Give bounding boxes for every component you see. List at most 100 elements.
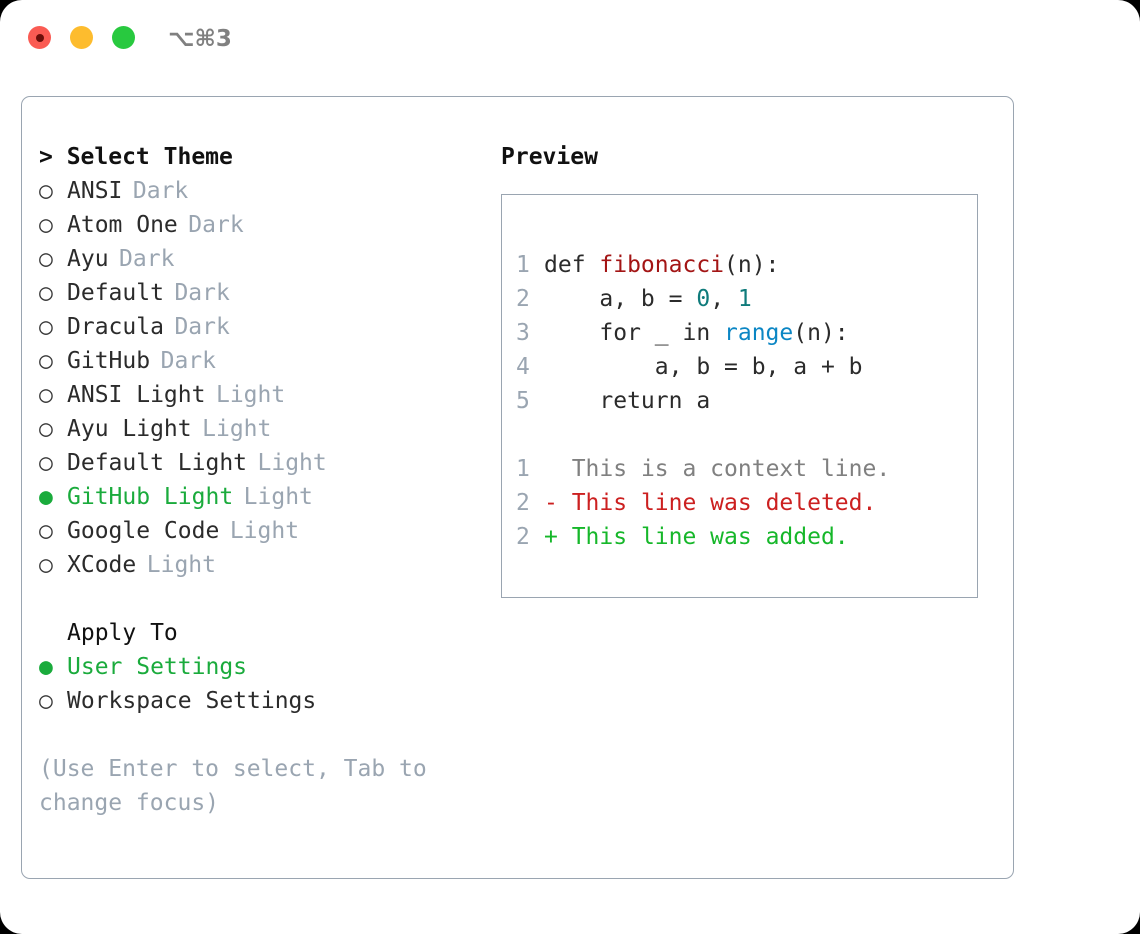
theme-option-variant-tag: Light — [243, 484, 313, 510]
theme-option-ansi-light[interactable]: ○ ANSI Light Light — [39, 378, 469, 412]
theme-option-label: Dracula — [67, 314, 164, 340]
code-token-num: 1 — [737, 286, 752, 312]
title-bar: ⌥⌘3 — [0, 0, 1140, 80]
apply-to-option-label: User Settings — [67, 654, 248, 680]
theme-option-ayu-light[interactable]: ○ Ayu Light Light — [39, 412, 469, 446]
code-token-plain: a, b = — [544, 286, 697, 312]
diff-line-content: - This line was deleted. — [544, 486, 876, 520]
code-line: 5 return a — [516, 384, 973, 418]
code-line: 2 a, b = 0, 1 — [516, 282, 973, 316]
radio-unselected-icon: ○ — [39, 280, 53, 306]
code-token-num: 0 — [696, 286, 711, 312]
theme-option-dracula[interactable]: ○ Dracula Dark — [39, 310, 469, 344]
theme-option-label: Default Light — [67, 450, 248, 476]
radio-unselected-icon: ○ — [39, 552, 53, 578]
theme-option-variant-tag: Dark — [174, 280, 230, 306]
apply-to-option-label: Workspace Settings — [67, 688, 317, 714]
theme-option-label: ANSI Light — [67, 382, 206, 408]
radio-unselected-icon: ○ — [39, 518, 53, 544]
radio-selected-icon: ● — [39, 654, 53, 680]
theme-option-label: GitHub — [67, 348, 151, 374]
diff-line-added: 2+ This line was added. — [516, 520, 973, 554]
theme-option-google-code[interactable]: ○ Google Code Light — [39, 514, 469, 548]
line-number: 2 — [516, 490, 530, 516]
diff-sample: 1 This is a context line. 2 - This line wa… — [516, 452, 973, 554]
theme-option-github[interactable]: ○ GitHub Dark — [39, 344, 469, 378]
radio-unselected-icon: ○ — [39, 246, 53, 272]
maximize-button[interactable] — [112, 26, 135, 49]
theme-option-ayu[interactable]: ○ Ayu Dark — [39, 242, 469, 276]
code-token-plain: (n): — [724, 252, 780, 278]
line-number: 4 — [516, 354, 530, 380]
keyboard-hint-text: (Use Enter to select, Tab to change focu… — [39, 756, 427, 816]
apply-to-section: Apply To ● User Settings ○ Workspace Settin… — [39, 616, 469, 718]
diff-marker — [544, 456, 572, 482]
theme-option-label: Ayu — [67, 246, 109, 272]
radio-unselected-icon: ○ — [39, 416, 53, 442]
apply-to-option-user-settings[interactable]: ● User Settings — [39, 650, 469, 684]
code-token-plain: , — [710, 286, 738, 312]
theme-option-label: Default — [67, 280, 164, 306]
theme-option-variant-tag: Light — [229, 518, 300, 544]
radio-unselected-icon: ○ — [39, 688, 53, 714]
theme-option-variant-tag: Dark — [188, 212, 244, 238]
diff-line-content: This is a context line. — [544, 452, 891, 486]
radio-unselected-icon: ○ — [39, 348, 53, 374]
theme-option-github-light[interactable]: ● GitHub Light Light — [39, 480, 469, 514]
apply-to-options-list: ● User Settings ○ Workspace Settings — [39, 650, 469, 718]
diff-text: This line was deleted. — [571, 490, 877, 516]
line-number: 5 — [516, 388, 530, 414]
code-line: 3 for _ in range(n): — [516, 316, 973, 350]
radio-unselected-icon: ○ — [39, 450, 53, 476]
theme-option-variant-tag: Dark — [119, 246, 175, 272]
diff-text: This line was added. — [571, 524, 849, 550]
apply-to-option-workspace-settings[interactable]: ○ Workspace Settings — [39, 684, 469, 718]
theme-option-label: Atom One — [67, 212, 178, 238]
theme-option-label: XCode — [67, 552, 137, 578]
preview-title: Preview — [501, 144, 598, 170]
theme-option-variant-tag: Dark — [160, 348, 216, 374]
code-token-builtin: range — [724, 320, 794, 346]
theme-option-atom-one[interactable]: ○ Atom One Dark — [39, 208, 469, 242]
close-button[interactable] — [28, 26, 51, 49]
radio-unselected-icon: ○ — [39, 212, 53, 238]
apply-to-header: Apply To — [67, 620, 178, 646]
radio-selected-icon: ● — [39, 484, 53, 510]
theme-option-ansi[interactable]: ○ ANSI Dark — [39, 174, 469, 208]
code-line-content: for _ in range(n): — [544, 316, 849, 350]
diff-marker: + — [544, 524, 572, 550]
radio-unselected-icon: ○ — [39, 314, 53, 340]
line-number: 3 — [516, 320, 530, 346]
theme-option-variant-tag: Light — [202, 416, 272, 442]
code-line-content: a, b = 0, 1 — [544, 282, 752, 316]
radio-unselected-icon: ○ — [39, 382, 53, 408]
theme-option-label: ANSI — [67, 178, 123, 204]
code-token-fn: fibonacci — [599, 252, 725, 278]
code-token-plain: return a — [544, 388, 711, 414]
theme-option-label: GitHub Light — [67, 484, 234, 510]
theme-option-default[interactable]: ○ Default Dark — [39, 276, 469, 310]
theme-option-variant-tag: Dark — [174, 314, 230, 340]
code-line-content: return a — [544, 384, 710, 418]
code-token-plain: (n): — [793, 320, 849, 346]
theme-option-variant-tag: Light — [215, 382, 286, 408]
theme-option-variant-tag: Dark — [132, 178, 189, 204]
diff-line-context: 1 This is a context line. — [516, 452, 973, 486]
minimize-button[interactable] — [70, 26, 93, 49]
radio-unselected-icon: ○ — [39, 178, 53, 204]
theme-list-header: > Select Theme — [39, 144, 233, 170]
theme-option-label: Ayu Light — [67, 416, 192, 442]
code-line: 4 a, b = b, a + b — [516, 350, 973, 384]
theme-option-label: Google Code — [67, 518, 220, 544]
traffic-light-controls — [28, 26, 135, 49]
